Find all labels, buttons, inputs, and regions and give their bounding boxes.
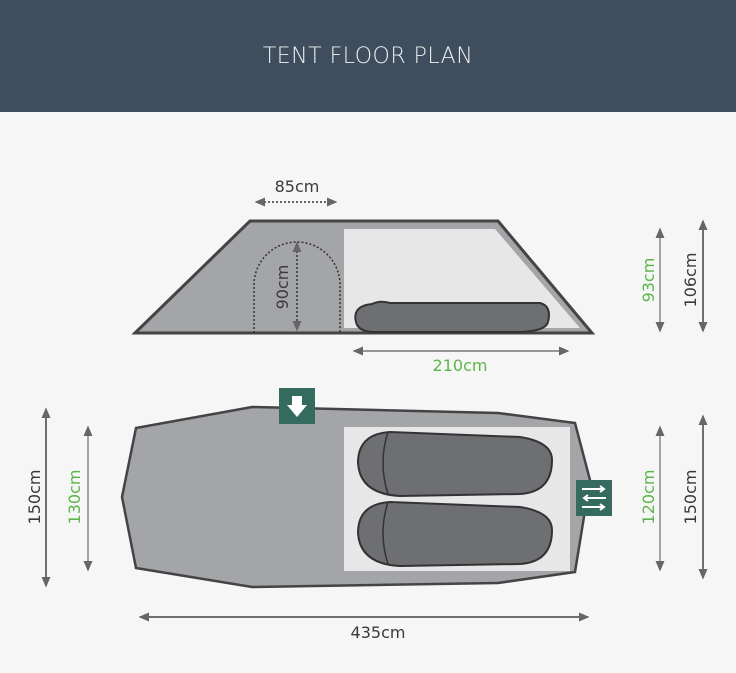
outer-length-label: 435cm bbox=[351, 623, 406, 642]
inner-length-label: 210cm bbox=[433, 356, 488, 375]
outer-width-right-label: 150cm bbox=[681, 470, 700, 525]
arrow-down-icon bbox=[279, 388, 315, 424]
door-width-label: 85cm bbox=[275, 177, 320, 196]
inner-height-label: 93cm bbox=[639, 258, 658, 303]
inner-width-left-label: 130cm bbox=[65, 470, 84, 525]
sleeping-bag bbox=[356, 430, 554, 498]
header: TENT FLOOR PLAN bbox=[0, 0, 736, 112]
page-title: TENT FLOOR PLAN bbox=[262, 43, 474, 69]
door-height-label: 90cm bbox=[273, 265, 292, 310]
swap-arrows-icon bbox=[576, 480, 612, 516]
outer-height-label: 106cm bbox=[681, 253, 700, 308]
sleeping-bag-side bbox=[354, 300, 550, 333]
sleeping-bag bbox=[356, 500, 554, 568]
floor-view: 150cm 130cm 120cm 150cm 435cm bbox=[25, 388, 708, 642]
outer-width-left-label: 150cm bbox=[25, 470, 44, 525]
side-view: 90cm 85cm 210cm 93cm 106cm bbox=[131, 177, 708, 375]
inner-width-right-label: 120cm bbox=[639, 470, 658, 525]
